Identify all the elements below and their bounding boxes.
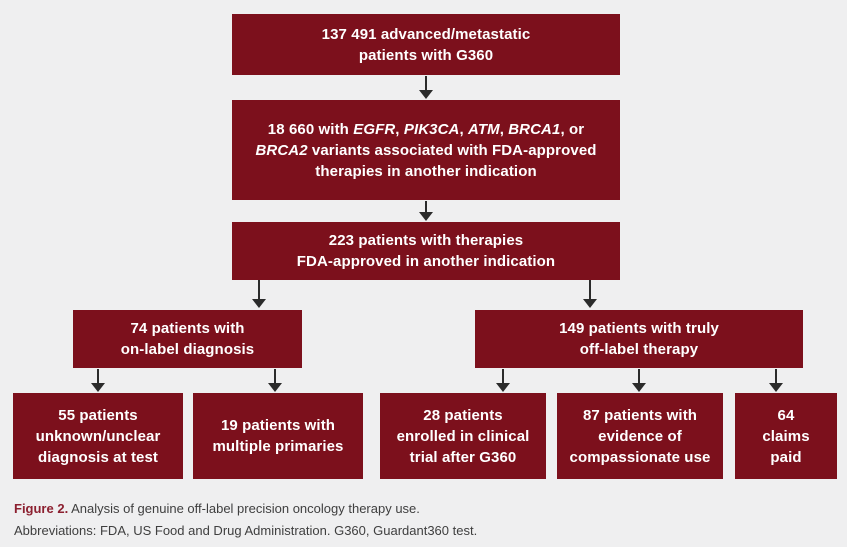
figure-abbreviations: Abbreviations: FDA, US Food and Drug Adm… — [14, 523, 478, 538]
down-arrow-icon — [268, 369, 282, 392]
down-arrow-icon — [419, 201, 433, 221]
figure-title: Analysis of genuine off-label precision … — [68, 501, 420, 516]
figure-caption-line1: Figure 2. Analysis of genuine off-label … — [14, 498, 477, 520]
figure-label: Figure 2. — [14, 501, 69, 516]
flow-node-variant-patients: 18 660 with EGFR, PIK3CA, ATM, BRCA1, or… — [232, 100, 620, 200]
down-arrow-icon — [496, 369, 510, 392]
down-arrow-icon — [769, 369, 783, 392]
down-arrow-icon — [583, 280, 597, 308]
down-arrow-icon — [419, 76, 433, 99]
down-arrow-icon — [632, 369, 646, 392]
figure-caption: Figure 2. Analysis of genuine off-label … — [14, 498, 477, 542]
down-arrow-icon — [91, 369, 105, 392]
down-arrow-icon — [252, 280, 266, 308]
